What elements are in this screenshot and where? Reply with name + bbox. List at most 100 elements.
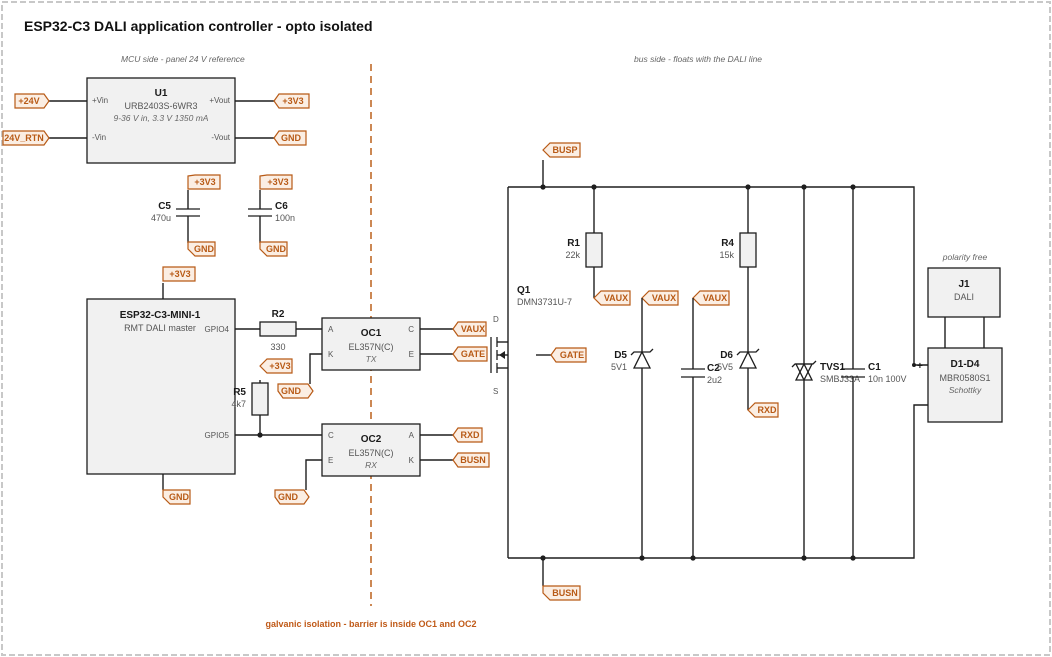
d5-ref: D5: [614, 350, 627, 361]
net-flag-busn[interactable]: BUSN: [542, 585, 581, 601]
net-flag-gnd-c5[interactable]: GND: [187, 241, 216, 257]
net-flag-3v3-u1[interactable]: +3V3: [273, 93, 310, 109]
net-flag-gnd-mcu-label: GND: [169, 492, 190, 502]
net-flag-3v3-c5[interactable]: +3V3: [187, 174, 221, 190]
mcu-pin-gpio4: GPIO4: [205, 325, 230, 334]
r2-ref: R2: [272, 309, 285, 320]
j1-value: DALI: [954, 292, 974, 302]
r5-value: 4k7: [231, 399, 246, 409]
tvs1-diode[interactable]: TVS1 SMBJ33A: [791, 360, 860, 384]
u1-value: URB2403S-6WR3: [124, 101, 197, 111]
c5-value: 470u: [151, 213, 171, 223]
net-flag-rxd-d6[interactable]: RXD: [747, 402, 779, 418]
c5-capacitor[interactable]: C5 470u: [151, 190, 200, 243]
net-flag-vaux-c2[interactable]: VAUX: [692, 290, 730, 306]
d6-value: 5V5: [717, 362, 733, 372]
oc1-optocoupler[interactable]: OC1 EL357N(C) TX A K C E: [321, 317, 421, 371]
q1-value: DMN3731U-7: [517, 297, 572, 307]
mcu-side-label: MCU side - panel 24 V reference: [121, 54, 245, 64]
oc1-value: EL357N(C): [348, 342, 393, 352]
net-flag-vaux-r1-label: VAUX: [604, 293, 628, 303]
r1-ref: R1: [567, 238, 580, 249]
net-flag-busn-oc2[interactable]: BUSN: [452, 452, 490, 468]
net-flag-gnd-c5-label: GND: [194, 244, 215, 254]
r1-resistor[interactable]: R1 22k: [565, 232, 603, 268]
net-flag-gate-q1[interactable]: GATE: [550, 347, 587, 363]
r4-resistor[interactable]: R4 15k: [719, 232, 757, 268]
u1-ref: U1: [155, 88, 168, 99]
oc1-note: TX: [366, 354, 377, 364]
oc1-ref: OC1: [361, 328, 382, 339]
net-flag-gnd-oc1[interactable]: GND: [277, 383, 314, 399]
r2-value: 330: [270, 342, 285, 352]
net-flag-gate-oc1[interactable]: GATE: [452, 346, 488, 362]
c1-value: 10n 100V: [868, 374, 907, 384]
net-flag-24v-label: +24V: [18, 96, 39, 106]
oc2-optocoupler[interactable]: OC2 EL357N(C) RX C E A K: [321, 423, 421, 477]
net-flag-busp[interactable]: BUSP: [542, 142, 581, 158]
net-flag-vaux-oc1[interactable]: VAUX: [452, 321, 487, 337]
j1-note: polarity free: [942, 252, 988, 262]
net-flag-gnd-mcu[interactable]: GND: [162, 489, 191, 505]
net-flag-gate-q1-label: GATE: [560, 350, 584, 360]
r5-ref: R5: [233, 387, 246, 398]
net-flag-3v3-r5[interactable]: +3V3: [259, 358, 293, 374]
u1-dcdc-converter[interactable]: U1 URB2403S-6WR3 9-36 V in, 3.3 V 1350 m…: [86, 77, 236, 164]
net-flag-rxd-oc2-label: RXD: [460, 430, 480, 440]
isolation-note: galvanic isolation - barrier is inside O…: [265, 619, 476, 629]
busp-rail: [508, 186, 928, 366]
c2-capacitor[interactable]: C2 2u2: [681, 363, 722, 385]
u1-pin-vin-pos: +Vin: [92, 96, 108, 105]
net-flag-vaux-r1[interactable]: VAUX: [593, 290, 631, 306]
tvs1-ref: TVS1: [820, 362, 845, 373]
oc1-pin-c: C: [408, 325, 414, 334]
mcu-value: RMT DALI master: [124, 323, 196, 333]
d5-zener-diode[interactable]: D5 5V1: [611, 348, 654, 372]
j1-dali-connector[interactable]: J1 DALI: [927, 267, 1001, 318]
bus-side-label: bus side - floats with the DALI line: [634, 54, 762, 64]
net-flag-gate-oc1-label: GATE: [461, 349, 485, 359]
r5-resistor[interactable]: R5 4k7: [231, 382, 269, 416]
oc2-pin-a: A: [409, 431, 415, 440]
net-flag-vaux-c2-label: VAUX: [703, 293, 727, 303]
u1-note: 9-36 V in, 3.3 V 1350 mA: [114, 113, 209, 123]
net-flag-vaux-d5-label: VAUX: [652, 293, 676, 303]
net-flag-24v-rtn[interactable]: 24V_RTN: [2, 130, 50, 146]
oc2-pin-e: E: [328, 456, 333, 465]
net-flag-rxd-oc2[interactable]: RXD: [452, 427, 483, 443]
bridge-plus-label: +: [917, 361, 923, 372]
c6-capacitor[interactable]: C6 100n: [248, 190, 295, 243]
mcu-esp32-c3[interactable]: ESP32-C3-MINI-1 RMT DALI master GPIO4 GP…: [86, 298, 236, 475]
c6-value: 100n: [275, 213, 295, 223]
c2-ref: C2: [707, 363, 720, 374]
net-flag-vaux-d5[interactable]: VAUX: [641, 290, 679, 306]
net-flag-gnd-oc1-label: GND: [281, 386, 302, 396]
oc2-note: RX: [365, 460, 377, 470]
oc1-pin-e: E: [409, 350, 414, 359]
net-flag-rxd-d6-label: RXD: [757, 405, 777, 415]
d6-zener-diode[interactable]: D6 5V5: [717, 348, 760, 372]
net-flag-24v[interactable]: +24V: [14, 93, 50, 109]
r2-resistor[interactable]: R2 330: [259, 309, 297, 352]
bridge-note: Schottky: [949, 385, 982, 395]
d6-ref: D6: [720, 350, 733, 361]
c5-ref: C5: [158, 201, 171, 212]
net-flag-gnd-u1[interactable]: GND: [273, 130, 307, 146]
u1-pin-vout-pos: +Vout: [209, 96, 230, 105]
net-flag-gnd-c6-label: GND: [266, 244, 287, 254]
net-flag-3v3-c6[interactable]: +3V3: [259, 174, 293, 190]
net-flag-gnd-c6[interactable]: GND: [259, 241, 288, 257]
net-flag-gnd-oc2[interactable]: GND: [274, 489, 310, 505]
bridge-value: MBR0580S1: [939, 373, 990, 383]
net-flag-3v3-mcu[interactable]: +3V3: [162, 266, 196, 282]
net-flag-vaux-oc1-label: VAUX: [461, 324, 485, 334]
q1-mosfet[interactable]: Q1 DMN3731U-7 D S: [490, 285, 572, 396]
r4-value: 15k: [719, 250, 734, 260]
bridge-rectifier-d1-d4[interactable]: D1-D4 MBR0580S1 Schottky: [927, 347, 1003, 423]
net-flag-3v3-u1-label: +3V3: [282, 96, 303, 106]
u1-pin-vout-neg: -Vout: [211, 133, 230, 142]
r4-ref: R4: [721, 238, 734, 249]
net-flag-3v3-mcu-label: +3V3: [169, 269, 190, 279]
